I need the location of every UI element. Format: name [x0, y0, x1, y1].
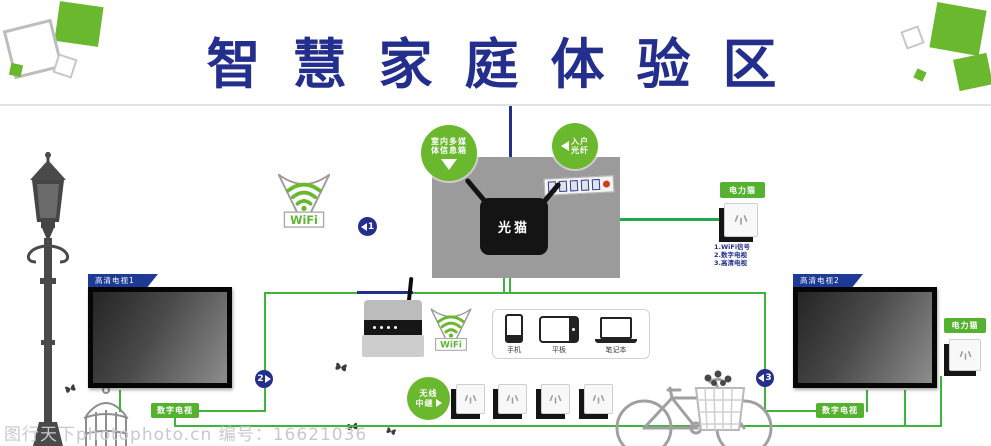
butterfly-icon — [335, 362, 347, 372]
device-tablet: 平板 — [539, 316, 579, 355]
connector-line — [119, 390, 121, 412]
powerline-plug-icon — [579, 384, 613, 419]
marker-number: 3 — [765, 373, 772, 383]
socket-cell — [580, 179, 590, 191]
fiber-drop-line — [509, 106, 512, 186]
connector-line — [904, 390, 906, 427]
watermark: 图行天下photophoto.cn 编号：16621036 — [4, 425, 368, 445]
powercat-label: 电力猫 — [720, 182, 765, 198]
note-line: 3.高清电视 — [714, 259, 747, 267]
powerline-plug-icon — [493, 384, 527, 419]
arrow-left-icon — [360, 222, 367, 231]
connector-line — [764, 410, 858, 412]
tab-text: 高清电视2 — [800, 276, 840, 285]
arrow-down-icon — [441, 158, 457, 170]
tv-right-tab: 高清电视2 — [793, 274, 863, 287]
birdcage-icon — [83, 386, 129, 446]
callout-text: 无线 — [419, 389, 438, 398]
page-title: 智慧家庭体验区 — [206, 33, 809, 96]
marker-number: 2 — [257, 374, 264, 384]
socket-cell — [569, 180, 579, 192]
butterfly-icon — [65, 384, 76, 393]
connector-line — [357, 291, 413, 294]
arrow-left-icon — [561, 141, 569, 151]
powercat-label: 电力猫 — [944, 318, 986, 333]
router-icon — [362, 276, 424, 360]
wifi-label: WiFi — [440, 341, 462, 351]
callout-text: 光纤 — [571, 146, 589, 155]
socket-cell — [591, 178, 601, 191]
plug-face — [724, 203, 758, 237]
connector-line — [940, 376, 942, 427]
arrow-right-icon — [435, 399, 442, 408]
powercat-plug-icon — [944, 339, 981, 376]
device-phone: 手机 — [505, 314, 523, 355]
connector-line — [264, 292, 766, 294]
connector-line — [764, 292, 766, 412]
connector-line — [563, 218, 724, 221]
connector-line — [174, 414, 176, 427]
wifi-icon: WiFi — [430, 308, 472, 351]
modem: 光猫 — [480, 198, 548, 255]
router-led-band — [364, 320, 422, 335]
marker-3: 3 — [756, 369, 774, 387]
callout-text: 体信息箱 — [431, 146, 467, 155]
strip-switch-icon — [602, 180, 611, 188]
callout-text: 中继 — [415, 398, 434, 408]
device-label: 平板 — [552, 346, 566, 354]
device-laptop: 笔记本 — [595, 317, 637, 355]
marker-2: 2 — [255, 370, 273, 388]
tv-right: 高清电视2 — [793, 274, 937, 388]
callout-text: 入户 — [571, 136, 589, 146]
callout-text: 室内多媒 — [431, 136, 467, 146]
label-text: 电力猫 — [951, 321, 979, 330]
marker-number: 1 — [367, 221, 375, 232]
fiber-callout: 入户 光纤 — [552, 123, 598, 169]
tv-left: 高清电视1 — [88, 274, 232, 388]
wifi-icon: WiFi — [277, 173, 331, 228]
device-label: 手机 — [507, 346, 521, 354]
label-text: 电力猫 — [729, 185, 756, 195]
tv-left-bottom-label: 数字电视 — [151, 403, 199, 418]
router-top — [364, 300, 422, 320]
media-box-callout: 室内多媒 体信息箱 — [421, 125, 477, 181]
repeater-callout: 无线 中继 — [407, 377, 450, 420]
plug-shadow — [719, 208, 753, 242]
arrow-right-icon — [264, 375, 271, 383]
street-lamp-icon — [26, 152, 70, 446]
connector-line — [866, 390, 868, 412]
tv-screen — [93, 292, 227, 383]
note-line: 1.WiFi信号 — [714, 243, 751, 251]
tv-right-bottom-label: 数字电视 — [816, 403, 864, 418]
phone-icon — [505, 314, 523, 343]
divider-line — [0, 104, 991, 106]
powerline-bus — [174, 425, 942, 427]
router-base — [362, 335, 424, 357]
connector-line — [264, 292, 266, 412]
powerline-plug-icon — [536, 384, 570, 419]
modem-label: 光猫 — [497, 221, 530, 236]
socket-holes-icon — [734, 215, 748, 225]
wifi-label: WiFi — [290, 214, 318, 227]
devices-panel: 手机 平板 笔记本 — [492, 309, 650, 359]
device-label: 笔记本 — [605, 346, 627, 354]
label-text: 数字电视 — [157, 406, 193, 415]
powercat-plug-icon — [719, 203, 758, 242]
connector-line — [174, 410, 266, 412]
tablet-icon — [539, 316, 579, 343]
tab-text: 高清电视1 — [95, 276, 135, 285]
label-text: 数字电视 — [822, 406, 858, 415]
note-line: 2.数字电视 — [714, 251, 747, 259]
laptop-icon — [595, 317, 637, 343]
marker-1: 1 — [358, 217, 377, 236]
powerline-plug-icon — [451, 384, 485, 419]
powercat-notes: 1.WiFi信号 2.数字电视 3.高清电视 — [714, 243, 790, 267]
flower-basket-icon — [694, 370, 746, 431]
tv-screen — [798, 292, 932, 383]
butterfly-icon — [386, 427, 396, 435]
arrow-left-icon — [758, 374, 765, 382]
tv-left-tab: 高清电视1 — [88, 274, 158, 287]
